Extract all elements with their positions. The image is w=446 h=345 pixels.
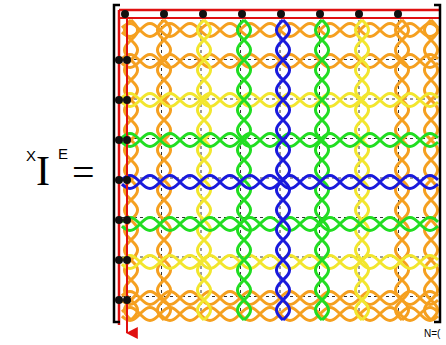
wave-line bbox=[237, 20, 250, 320]
sample-dot bbox=[115, 136, 123, 144]
equals-sign: = bbox=[72, 153, 95, 193]
sample-dot bbox=[199, 10, 207, 18]
wave-lines bbox=[122, 20, 438, 321]
wave-line bbox=[122, 175, 438, 188]
sample-dot bbox=[115, 296, 123, 304]
sample-dot bbox=[160, 10, 168, 18]
matrix-symbol: I bbox=[36, 150, 50, 192]
sample-dot bbox=[123, 256, 131, 264]
index-lines bbox=[119, 10, 440, 333]
sample-dots bbox=[115, 10, 402, 304]
sample-dot bbox=[123, 56, 131, 64]
sample-dot bbox=[316, 10, 324, 18]
sample-dot bbox=[115, 96, 123, 104]
sample-dot bbox=[115, 176, 123, 184]
size-note: N=( bbox=[424, 329, 440, 339]
matrix-bracket bbox=[114, 5, 440, 322]
wave-line bbox=[355, 20, 368, 320]
superscript-label: E bbox=[58, 146, 68, 161]
sample-dot bbox=[355, 10, 363, 18]
wave-line bbox=[276, 20, 289, 320]
grid-lines bbox=[122, 20, 436, 320]
wave-line bbox=[122, 23, 438, 36]
sample-dot bbox=[123, 296, 131, 304]
sample-dot bbox=[115, 256, 123, 264]
sample-dot bbox=[394, 10, 402, 18]
sample-dot bbox=[238, 10, 246, 18]
wave-line bbox=[276, 20, 289, 320]
sample-dot bbox=[115, 56, 123, 64]
sample-dot bbox=[123, 136, 131, 144]
sample-dot bbox=[123, 176, 131, 184]
wave-line bbox=[122, 23, 438, 36]
superscript-label: X bbox=[26, 148, 36, 163]
wave-line bbox=[315, 20, 328, 320]
wave-line bbox=[197, 20, 210, 320]
sample-dot bbox=[115, 216, 123, 224]
wave-line bbox=[122, 175, 438, 188]
wave-line bbox=[355, 20, 368, 320]
wave-line bbox=[315, 20, 328, 320]
sample-dot bbox=[277, 10, 285, 18]
wave-line bbox=[237, 20, 250, 320]
sample-dot bbox=[123, 216, 131, 224]
right-bracket bbox=[434, 5, 440, 322]
sample-dot bbox=[121, 10, 129, 18]
sample-dot bbox=[123, 96, 131, 104]
left-bracket bbox=[114, 5, 120, 322]
wave-line bbox=[197, 20, 210, 320]
